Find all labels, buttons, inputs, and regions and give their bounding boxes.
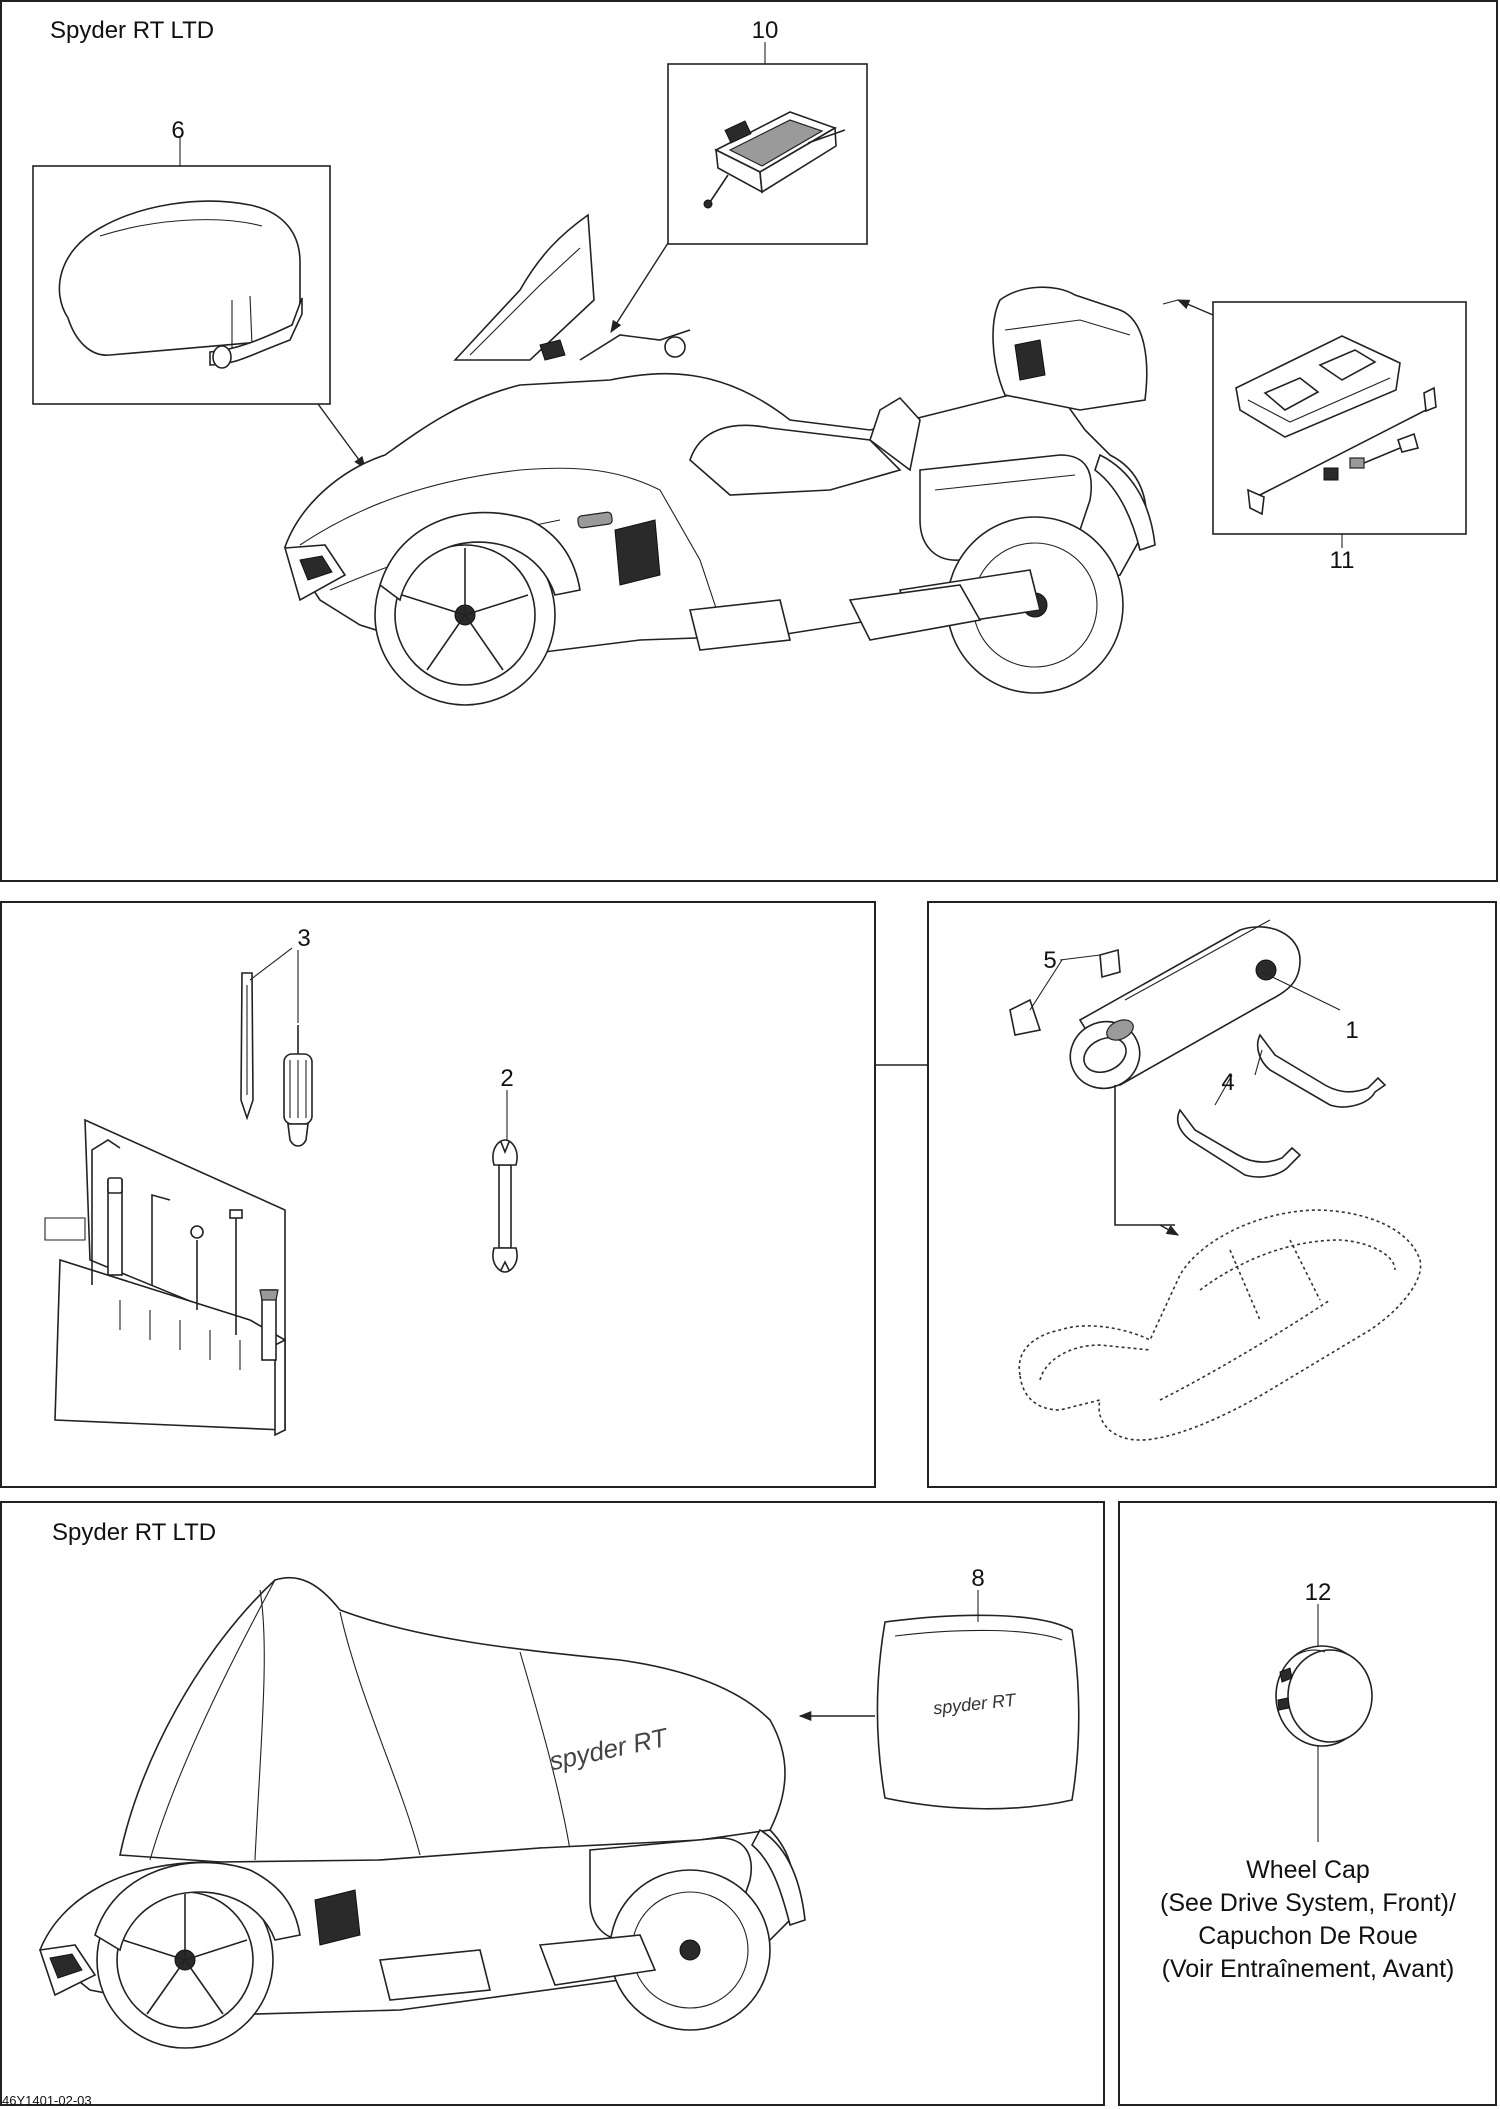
part-11-tray-box: [1212, 301, 1467, 535]
covered-vehicle-illustration: spyder RT: [38, 1576, 806, 2049]
panel-cover-title: Spyder RT LTD: [52, 1519, 216, 1546]
panel-top-title: Spyder RT LTD: [50, 17, 214, 44]
wheel-cap-note-line-3: Capuchon De Roue: [1198, 1922, 1418, 1950]
callout-8: 8: [971, 1565, 984, 1592]
part-6-backrest-box: [32, 165, 331, 405]
callout-5: 5: [1043, 947, 1056, 974]
panel-kit-case: 1 5 4: [927, 901, 1497, 1488]
seat-location-outline: [1018, 1209, 1422, 1441]
wheel-cap-note-line-2: (See Drive System, Front)/: [1160, 1889, 1456, 1917]
toolkit-tray: [44, 1118, 286, 1437]
panel-top: Spyder RT LTD 6 10: [0, 0, 1498, 882]
part-10-gps-box: [667, 63, 868, 245]
panel-wheel-cap: 12 Wheel Cap (See Drive System, Front)/ …: [1118, 1501, 1497, 2106]
callout-12: 12: [1305, 1579, 1332, 1606]
part-1-tool-case: [1069, 919, 1301, 1090]
part-12-wheel-cap: [1275, 1645, 1373, 1747]
wheel-cap-note-line-4: (Voir Entraînement, Avant): [1162, 1955, 1455, 1983]
callout-3: 3: [297, 925, 310, 952]
callout-2: 2: [500, 1065, 513, 1092]
document-id: 46Y1401-02-03: [2, 2093, 92, 2108]
part-5-pads: [1009, 948, 1121, 1036]
callout-4: 4: [1221, 1069, 1234, 1096]
panel-cover: Spyder RT LTD spyder RT 8 spyder RT: [0, 1501, 1105, 2106]
callout-1: 1: [1345, 1017, 1358, 1044]
spyder-rt-vehicle-illustration: [283, 213, 1156, 706]
callout-6: 6: [171, 117, 184, 144]
wheel-cap-note-line-1: Wheel Cap: [1246, 1856, 1370, 1884]
part-8-cover-bag: spyder RT: [876, 1614, 1080, 1810]
part-2-wrench: [492, 1139, 518, 1273]
callout-11: 11: [1330, 547, 1355, 574]
panel-tools: 3 2: [0, 901, 876, 1488]
callout-10: 10: [752, 17, 779, 44]
part-3-screwdrivers: [240, 972, 313, 1147]
